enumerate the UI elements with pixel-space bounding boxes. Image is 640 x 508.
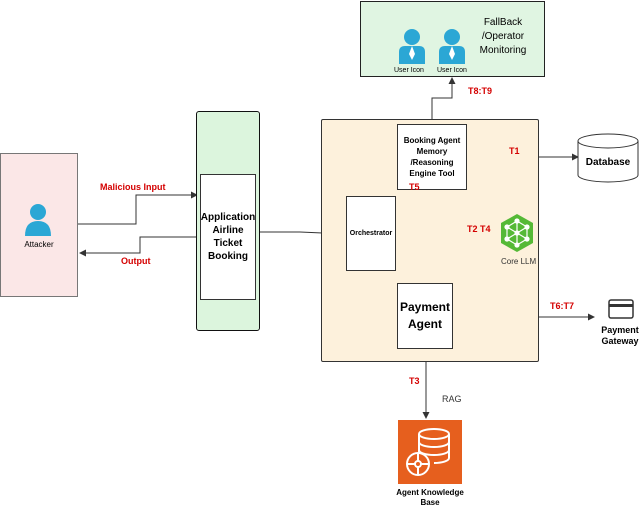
malicious-input-arrow [78,191,198,225]
user-icon [399,28,425,64]
attacker-label: Attacker [24,240,54,249]
t2t4-label: T2 T4 [467,224,491,234]
booking-agent-box: Booking Agent Memory /Reasoning Engine T… [397,124,467,190]
application-box: Application Airline Ticket Booking [200,174,256,300]
t3-label: T3 [409,376,420,386]
t8t9-label: T8:T9 [468,86,493,96]
t8t9-arrow [431,77,456,124]
database-label: Database [585,157,631,168]
t5-label: T5 [409,182,420,192]
payment-gateway-label: Payment Gateway [601,325,639,346]
booking-agent-label: Booking Agent Memory /Reasoning Engine T… [403,136,461,178]
credit-card-icon [608,299,634,319]
malicious-input-label: Malicious Input [100,182,166,192]
core-llm-label: Core LLM [501,257,537,266]
payment-agent-label: Payment Agent [399,300,451,331]
user-icon-label: User Icon [394,67,424,74]
knowledge-base-label: Agent Knowledge Base [396,488,464,507]
knowledge-base-icon [398,420,462,484]
payment-agent-box: Payment Agent [397,283,453,349]
user-icon [439,28,465,64]
output-arrow [79,236,197,257]
orchestrator-label: Orchestrator [349,230,393,237]
output-label: Output [121,256,151,266]
attacker-icon [24,202,52,236]
t1-label: T1 [509,146,520,156]
t6t7-label: T6:T7 [550,301,575,311]
core-llm-icon [499,213,535,253]
orchestrator-box: Orchestrator [346,196,396,271]
user-icon-label: User Icon [437,67,467,74]
fallback-label: FallBack /Operator Monitoring [479,17,527,56]
rag-label: RAG [442,394,462,404]
application-label: Application Airline Ticket Booking [200,212,256,262]
database-icon [577,133,639,183]
